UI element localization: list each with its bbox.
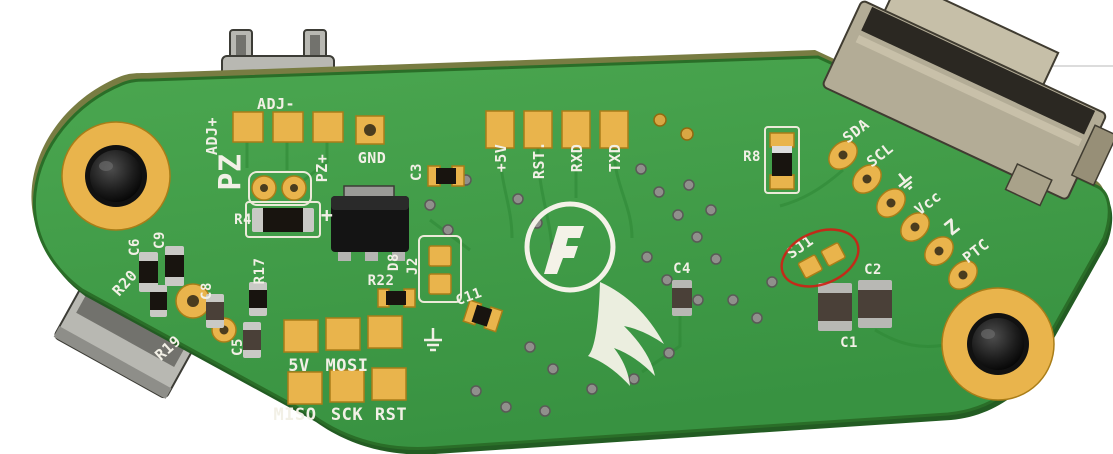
component-j2 <box>418 235 462 303</box>
component-c8 <box>206 294 224 328</box>
silkscreen-label-adj-plus: ADJ+ <box>203 117 221 155</box>
edge-connector-right <box>822 0 1113 207</box>
pad-mount-right <box>941 287 1055 401</box>
component-r17 <box>249 282 267 316</box>
silkscreen-label-c6: C6 <box>127 238 143 256</box>
ground-symbol-icon <box>424 328 442 352</box>
silkscreen-label-5v: +5V <box>492 144 510 173</box>
silkscreen-label-c3: C3 <box>409 163 425 181</box>
silkscreen-label-pz: PZ <box>214 153 249 190</box>
pads-serial <box>485 110 629 149</box>
silkscreen-label-r22: R22 <box>368 273 395 289</box>
silkscreen-label-c2: C2 <box>864 262 882 278</box>
pads-sj1 <box>797 242 846 279</box>
component-c5 <box>243 322 261 358</box>
pads-i2c <box>828 140 978 290</box>
silkscreen-label-gnd: GND <box>358 149 387 167</box>
component-c3 <box>427 165 465 187</box>
silkscreen-label-c5: C5 <box>230 338 246 356</box>
silkscreen-label-icsp-rst: RST <box>375 405 407 425</box>
component-r22 <box>377 288 416 308</box>
component-c9 <box>165 246 184 286</box>
silkscreen-label-icsp-miso: MISO <box>274 405 317 425</box>
silkscreen-label-r8: R8 <box>743 149 761 165</box>
silkscreen-label-c9: C9 <box>152 231 168 249</box>
silkscreen-label-rst: RST. <box>530 141 548 179</box>
silkscreen-label-c4: C4 <box>673 261 691 277</box>
ground-symbol-i2c-icon <box>898 172 913 191</box>
component-c4 <box>672 280 692 316</box>
silkscreen-label-txd: TXD <box>606 144 624 173</box>
silkscreen-label-adj-minus: ADJ- <box>257 95 295 113</box>
component-c11 <box>462 299 504 333</box>
pads-icsp <box>283 315 407 405</box>
component-r8 <box>764 126 800 194</box>
component-c2 <box>858 280 892 328</box>
sj1-annotation-circle <box>780 228 860 288</box>
pad-through-hole-a <box>175 283 211 319</box>
component-r4 <box>245 201 321 238</box>
silkscreen-label-icsp-5v: 5V <box>288 356 309 376</box>
silkscreen-label-icsp-mosi: MOSI <box>326 356 369 376</box>
component-regulator <box>331 185 409 261</box>
silkscreen-label-rxd: RXD <box>568 144 586 173</box>
silkscreen-label-j2: J2 <box>405 257 421 275</box>
component-c6 <box>139 252 158 292</box>
component-c1 <box>818 283 852 331</box>
silkscreen-label-pz-plus: PZ+ <box>313 154 331 183</box>
silkscreen-label-plus: + <box>321 203 334 227</box>
silkscreen-label-icsp-sck: SCK <box>331 405 363 425</box>
pad-mount-left <box>61 121 171 231</box>
logo-flame <box>524 201 664 386</box>
silkscreen-label-c8: C8 <box>199 282 215 300</box>
silkscreen-label-d8: D8 <box>386 253 402 271</box>
silkscreen-label-r17: R17 <box>252 258 268 285</box>
component-r20 <box>150 285 167 317</box>
pads-pz <box>248 171 312 206</box>
silkscreen-label-c1: C1 <box>840 335 858 351</box>
edge-connector-left <box>53 276 199 399</box>
pads-adj <box>232 111 385 145</box>
silkscreen-label-r4: R4 <box>234 212 252 228</box>
